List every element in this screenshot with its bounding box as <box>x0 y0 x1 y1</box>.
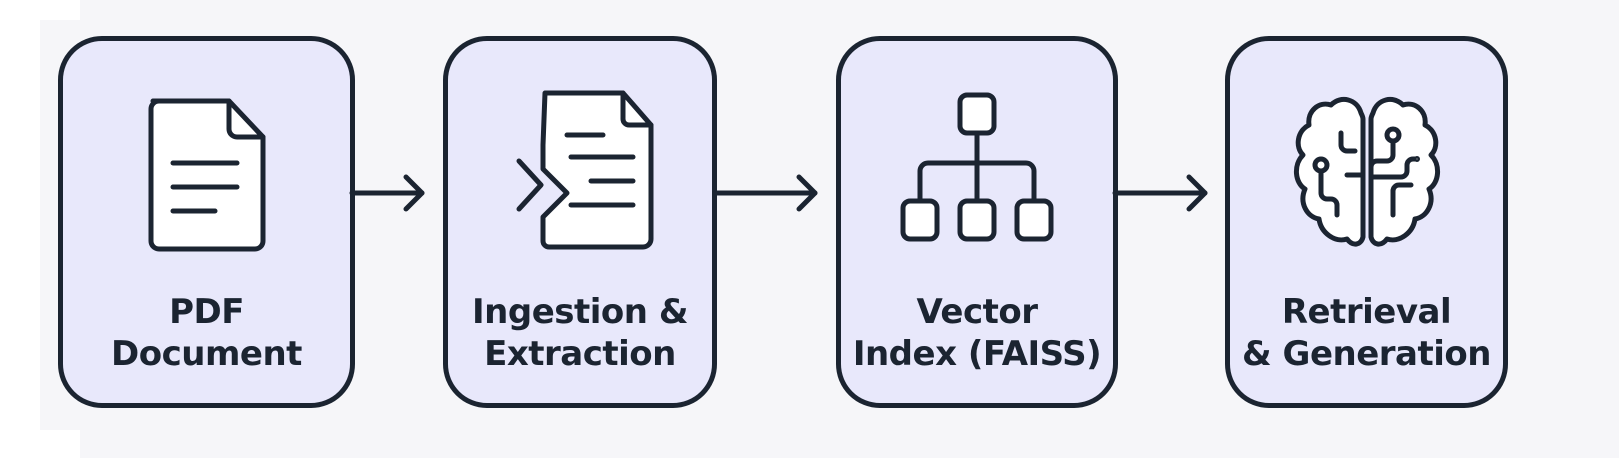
stage-label-line2: Index (FAISS) <box>852 334 1102 374</box>
stage-label-line1: PDF <box>169 292 244 332</box>
ingestion-extraction-icon <box>516 90 654 250</box>
stage-vector-index: Vector Index (FAISS) <box>836 36 1118 408</box>
flow-arrow <box>1112 174 1208 212</box>
flow-arrow <box>712 174 818 212</box>
stage-pdf-document: PDF Document <box>58 36 355 408</box>
stage-label-line2: Document <box>111 334 302 374</box>
stage-label: Vector Index (FAISS) <box>841 291 1113 375</box>
pdf-document-icon <box>148 98 265 252</box>
brain-circuit-icon <box>1293 96 1440 247</box>
stage-label-line2: & Generation <box>1242 334 1491 374</box>
stage-label: PDF Document <box>63 291 350 375</box>
stage-label: Retrieval & Generation <box>1230 291 1503 375</box>
stage-label-line1: Retrieval <box>1281 292 1452 332</box>
flow-arrow <box>349 174 425 212</box>
stage-ingestion-extraction: Ingestion & Extraction <box>443 36 717 408</box>
stage-label-line1: Vector <box>916 292 1038 332</box>
vector-index-hierarchy-icon <box>900 92 1054 242</box>
stage-retrieval-generation: Retrieval & Generation <box>1225 36 1508 408</box>
stage-label-line2: Extraction <box>484 334 676 374</box>
stage-label-line1: Ingestion & <box>472 292 688 332</box>
stage-label: Ingestion & Extraction <box>448 291 712 375</box>
